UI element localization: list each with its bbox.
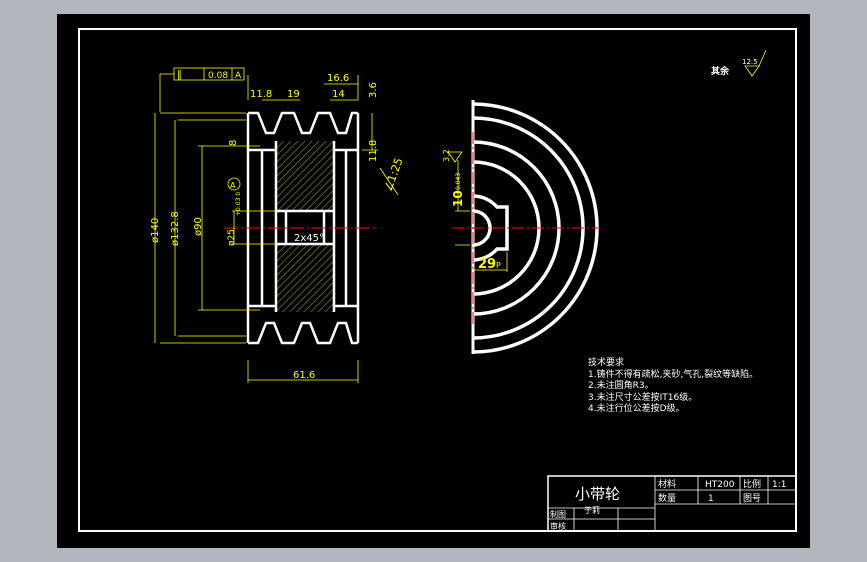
dim-chamfer: 2x45° xyxy=(294,233,324,244)
dim-dia-outer: ø140 xyxy=(150,218,161,243)
hatch-lower xyxy=(276,244,334,312)
section-dimension-lines xyxy=(154,67,399,383)
material-value: HT200 xyxy=(705,480,735,490)
note-item-4: 4.未注行位公差按D级。 xyxy=(588,404,685,414)
note-item-3: 3.未注尺寸公差按IT16级。 xyxy=(588,392,698,403)
bore-arc xyxy=(472,209,492,247)
qty-value: 1 xyxy=(708,494,714,504)
dim-groove-bottom-depth: 11.8 xyxy=(368,140,379,162)
roughness-general-value: 12.5 xyxy=(742,58,758,66)
dim-groove-top-width: 16.6 xyxy=(327,73,349,84)
groove-profile-bottom xyxy=(248,321,358,345)
geo-tol-symbol: ∥ xyxy=(177,70,182,81)
dim-rim-width: 8 xyxy=(228,140,239,146)
title-block: 小带轮 材料 HT200 比例 1:1 数量 1 图号 制图 于莉 审核 xyxy=(547,475,797,532)
dim-total-width: 61.6 xyxy=(293,370,315,381)
dim-groove-offset: 11.8 xyxy=(250,89,272,100)
scale-label: 比例 xyxy=(743,478,761,490)
drawn-label: 制图 xyxy=(550,509,566,519)
groove-profile-top xyxy=(248,111,358,135)
end-view: 10 0.043 29 P 3.2 xyxy=(442,49,767,354)
dim-dia-inner: ø90 xyxy=(193,217,204,236)
checked-label: 审核 xyxy=(550,521,566,531)
rim-inner-lines xyxy=(260,141,348,312)
dim-bore-tol: +0.03 0 xyxy=(235,192,242,216)
scale-value: 1:1 xyxy=(772,480,786,490)
drawn-by: 于莉 xyxy=(584,505,600,515)
roughness-general-label: 其余 xyxy=(711,65,730,77)
drawing-frame xyxy=(78,28,797,532)
part-name: 小带轮 xyxy=(575,485,620,503)
geo-tol-value: 0.08 xyxy=(208,71,228,81)
dim-groove-opening: 14 xyxy=(332,89,345,100)
dim-groove-depth: 3.6 xyxy=(368,82,379,98)
notes-heading: 技术要求 xyxy=(588,358,625,368)
dim-dia-pitch: ø132.8 xyxy=(170,211,181,246)
drawing-sheet xyxy=(57,14,810,548)
roughness-keyway: 3.2 xyxy=(442,149,451,162)
note-item-2: 2.未注圆角R3。 xyxy=(588,381,654,391)
dim-dia-bore: ø25 xyxy=(227,229,237,246)
hatch-upper xyxy=(276,141,334,211)
dim-groove-spacing: 19 xyxy=(287,89,300,100)
dim-keyway-width: 10 xyxy=(451,190,465,207)
geo-tol-datum: A xyxy=(235,71,242,81)
material-label: 材料 xyxy=(658,478,676,490)
dim-keyway-depth: 29 xyxy=(478,257,496,272)
dim-keyway-depth-suffix: P xyxy=(496,261,501,270)
qty-label: 数量 xyxy=(658,492,676,504)
datum-label: A xyxy=(230,181,236,190)
dim-keyway-tol: 0.043 xyxy=(455,173,462,190)
drawing-no-label: 图号 xyxy=(743,493,761,504)
bore-outline xyxy=(276,209,334,246)
rim-step-lines xyxy=(248,148,358,308)
note-item-1: 1.铸件不得有疏松,夹砂,气孔,裂纹等缺陷。 xyxy=(588,369,759,380)
technical-requirements: 技术要求 1.铸件不得有疏松,夹砂,气孔,裂纹等缺陷。 2.未注圆角R3。 3.… xyxy=(588,358,758,416)
general-roughness: 其余 12.5 xyxy=(711,58,758,77)
section-view xyxy=(224,111,378,345)
